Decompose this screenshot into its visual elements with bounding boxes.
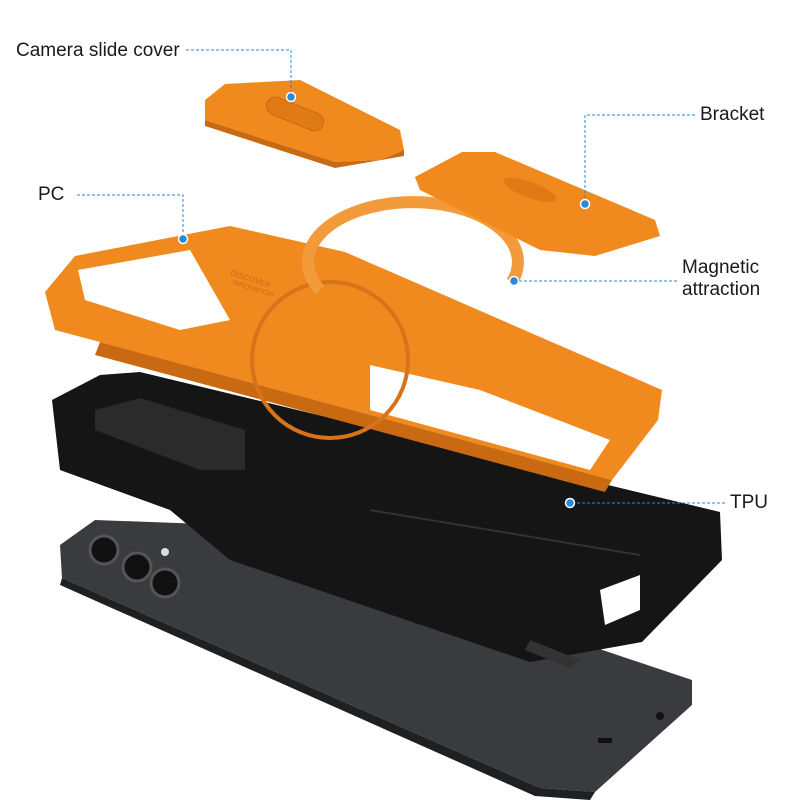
- callout-dots: [177, 91, 591, 509]
- phone-body: [60, 520, 692, 800]
- pc-shell: DISCOVER INNOVATION: [45, 226, 662, 492]
- label-attraction: attraction: [682, 279, 761, 300]
- camera-lens-icon: [88, 534, 120, 566]
- label-camera-slide-cover: Camera slide cover: [16, 40, 180, 61]
- label-pc: PC: [38, 184, 65, 205]
- camera-slide-cover: [205, 80, 404, 168]
- headphone-jack: [656, 712, 664, 720]
- magnetic-ring: [301, 196, 524, 295]
- label-magnetic: Magnetic: [682, 257, 760, 278]
- bracket: [415, 152, 660, 256]
- camera-lens-icon: [149, 567, 181, 599]
- tpu-case: [52, 372, 722, 668]
- camera-lens-icon: [121, 551, 153, 583]
- callout-lines: [77, 49, 725, 504]
- usb-port: [598, 738, 612, 743]
- flash-icon: [161, 548, 169, 556]
- label-tpu: TPU: [730, 492, 768, 513]
- label-bracket: Bracket: [700, 104, 765, 125]
